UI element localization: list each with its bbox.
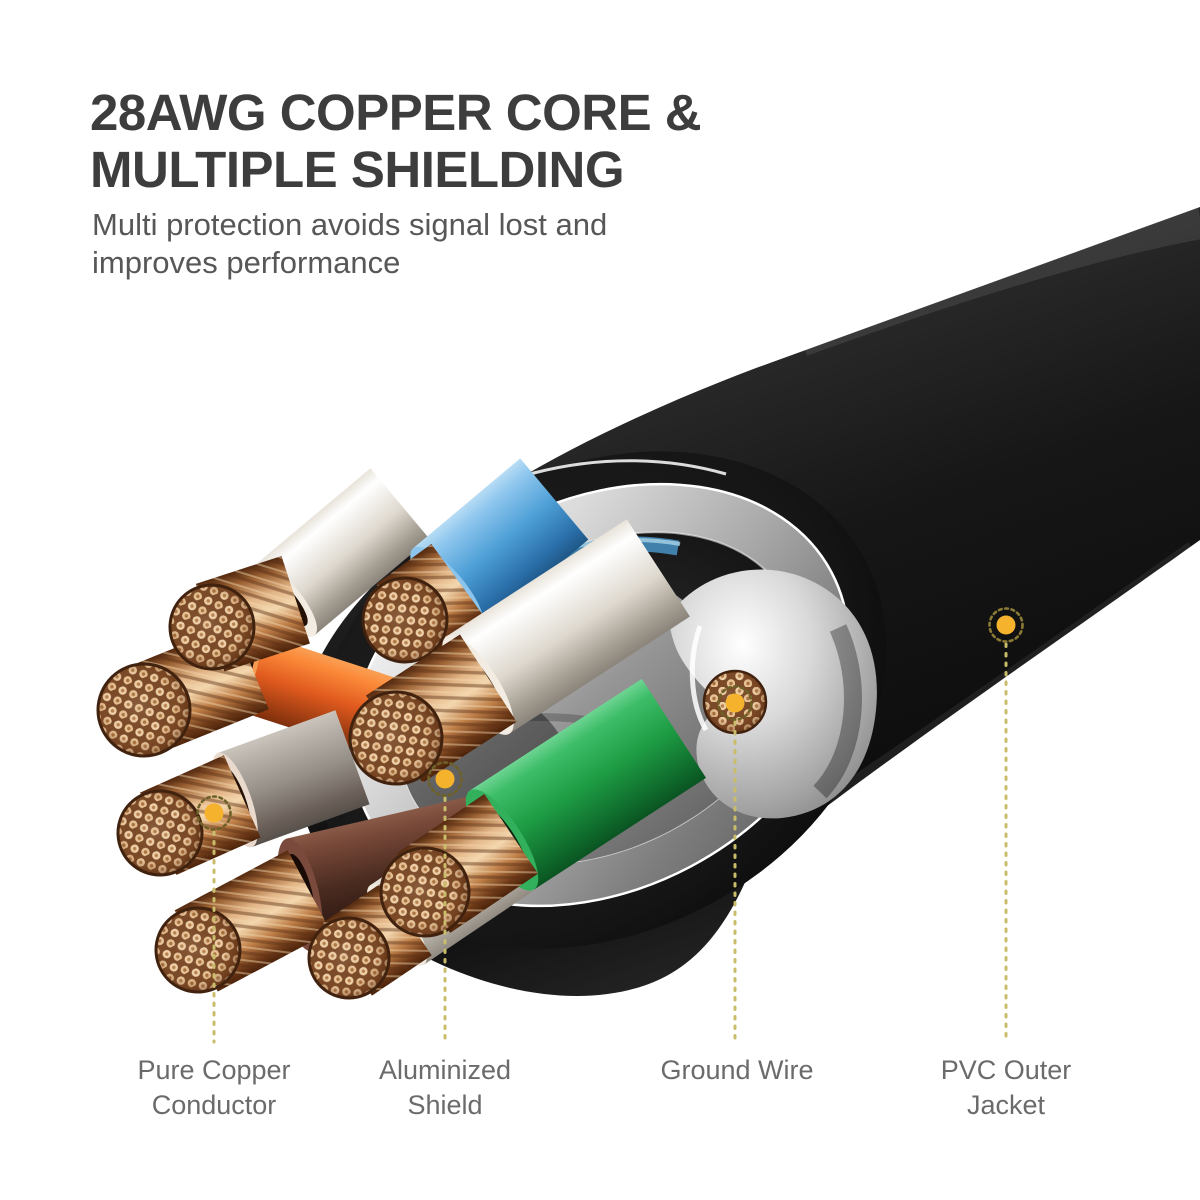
page-title: 28AWG COPPER CORE & MULTIPLE SHIELDING xyxy=(90,84,702,198)
callout-markers xyxy=(196,607,1024,1044)
wire-gray xyxy=(116,710,370,877)
callout-dot-ground xyxy=(725,693,745,713)
callout-dot-pvc xyxy=(996,615,1016,635)
title-line-2: MULTIPLE SHIELDING xyxy=(90,141,625,198)
callout-dot-ring-ground xyxy=(717,685,753,721)
subtitle-line-1: Multi protection avoids signal lost and xyxy=(92,207,608,242)
label-aluminized-shield: Aluminized Shield xyxy=(378,1055,512,1120)
label-pure-copper-conductor: Pure Copper Conductor xyxy=(137,1055,291,1120)
wire-green xyxy=(379,678,707,938)
pocket-notch-specular xyxy=(689,625,709,732)
title-line-1: 28AWG COPPER CORE & xyxy=(90,84,702,141)
jacket-top-sheen xyxy=(792,197,1200,356)
callout-dot-aluminized xyxy=(435,769,455,789)
wire-white-a xyxy=(168,468,430,672)
jacket-bottom-sheen xyxy=(760,542,1200,867)
subtitle-line-2: improves performance xyxy=(92,245,401,280)
wire-white-b xyxy=(348,519,690,786)
label-ground-wire: Ground Wire xyxy=(660,1055,814,1085)
callout-dot-pure-copper xyxy=(204,803,224,823)
ground-wire-foil-pocket xyxy=(669,569,877,819)
callout-dot-ring-pvc xyxy=(988,607,1024,643)
label-pvc-outer-jacket: PVC Outer Jacket xyxy=(940,1055,1072,1120)
page-subtitle: Multi protection avoids signal lost and … xyxy=(92,206,607,282)
callout-dot-ring-pure-copper xyxy=(196,795,232,831)
pocket-inner-shadow xyxy=(813,624,862,799)
callout-dot-ring-aluminized xyxy=(427,761,463,797)
